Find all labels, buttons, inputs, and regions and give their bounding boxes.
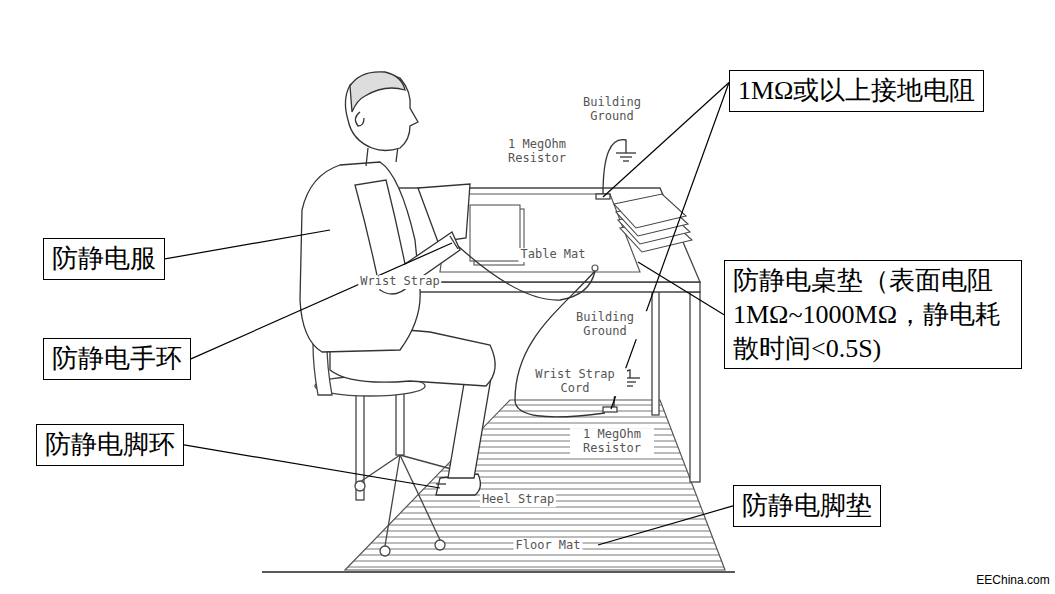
technician <box>350 72 405 112</box>
part-label: Wrist Strap Cord <box>523 368 627 396</box>
callout-text: 防静电服 <box>52 242 156 276</box>
technician <box>418 184 470 242</box>
chair <box>400 455 440 540</box>
part-label: Building Ground <box>570 96 654 124</box>
chair <box>380 546 390 556</box>
callout-text: 防静电手环 <box>52 342 182 376</box>
callout-box: 防静电脚垫 <box>733 485 881 527</box>
part-label: 1 MegOhm Resistor <box>570 428 654 456</box>
technician <box>355 112 364 126</box>
ground-symbol <box>620 156 632 157</box>
papers <box>470 205 524 265</box>
chair <box>385 455 400 546</box>
table-mat <box>592 265 598 271</box>
chair <box>396 390 404 455</box>
ground-symbol <box>627 385 633 386</box>
callout-text: 防静电脚垫 <box>742 489 872 523</box>
chair <box>435 540 445 550</box>
ground-symbol <box>623 160 629 161</box>
part-label: Floor Mat <box>513 539 582 553</box>
part-label: 1 MegOhm Resistor <box>495 138 579 166</box>
ground-line <box>262 571 735 573</box>
resistor-symbol <box>603 407 617 412</box>
callout-text: 防静电脚环 <box>45 428 175 462</box>
book-stack <box>614 194 692 252</box>
callout-text: 防静电桌垫（表面电阻1MΩ~1000MΩ，静电耗散时间<0.5S) <box>733 264 1013 365</box>
chair <box>400 455 455 470</box>
papers <box>470 205 520 261</box>
book-stack <box>614 194 686 228</box>
leader-line <box>638 262 724 315</box>
technician <box>436 483 446 484</box>
callout-text: 1MΩ或以上接地电阻 <box>738 74 975 108</box>
leader-line <box>184 445 440 488</box>
leader-line <box>598 506 733 545</box>
technician <box>300 72 495 495</box>
callout-box: 防静电脚环 <box>36 424 184 466</box>
callout-box: 防静电服 <box>43 238 165 280</box>
watermark: EEChina.com <box>974 574 1051 588</box>
ground-symbol <box>616 152 636 153</box>
desk <box>690 292 700 482</box>
technician <box>450 236 458 249</box>
leader-line <box>165 230 330 259</box>
technician <box>355 180 460 294</box>
callout-box: 防静电桌垫（表面电阻1MΩ~1000MΩ，静电耗散时间<0.5S) <box>724 260 1022 369</box>
table-mat <box>440 194 640 272</box>
chair <box>355 481 365 491</box>
callout-box: 1MΩ或以上接地电阻 <box>729 70 984 112</box>
part-label: Wrist Strap <box>358 275 441 289</box>
leader-line <box>191 243 452 359</box>
leader-line <box>611 83 729 409</box>
ground-line <box>262 571 735 573</box>
part-label: Heel Strap <box>480 493 556 507</box>
part-label: Table Mat <box>518 248 587 262</box>
part-label: Building Ground <box>563 311 647 339</box>
ground-symbol <box>616 153 640 386</box>
callout-box: 防静电手环 <box>43 338 191 380</box>
table-mat <box>440 194 640 272</box>
